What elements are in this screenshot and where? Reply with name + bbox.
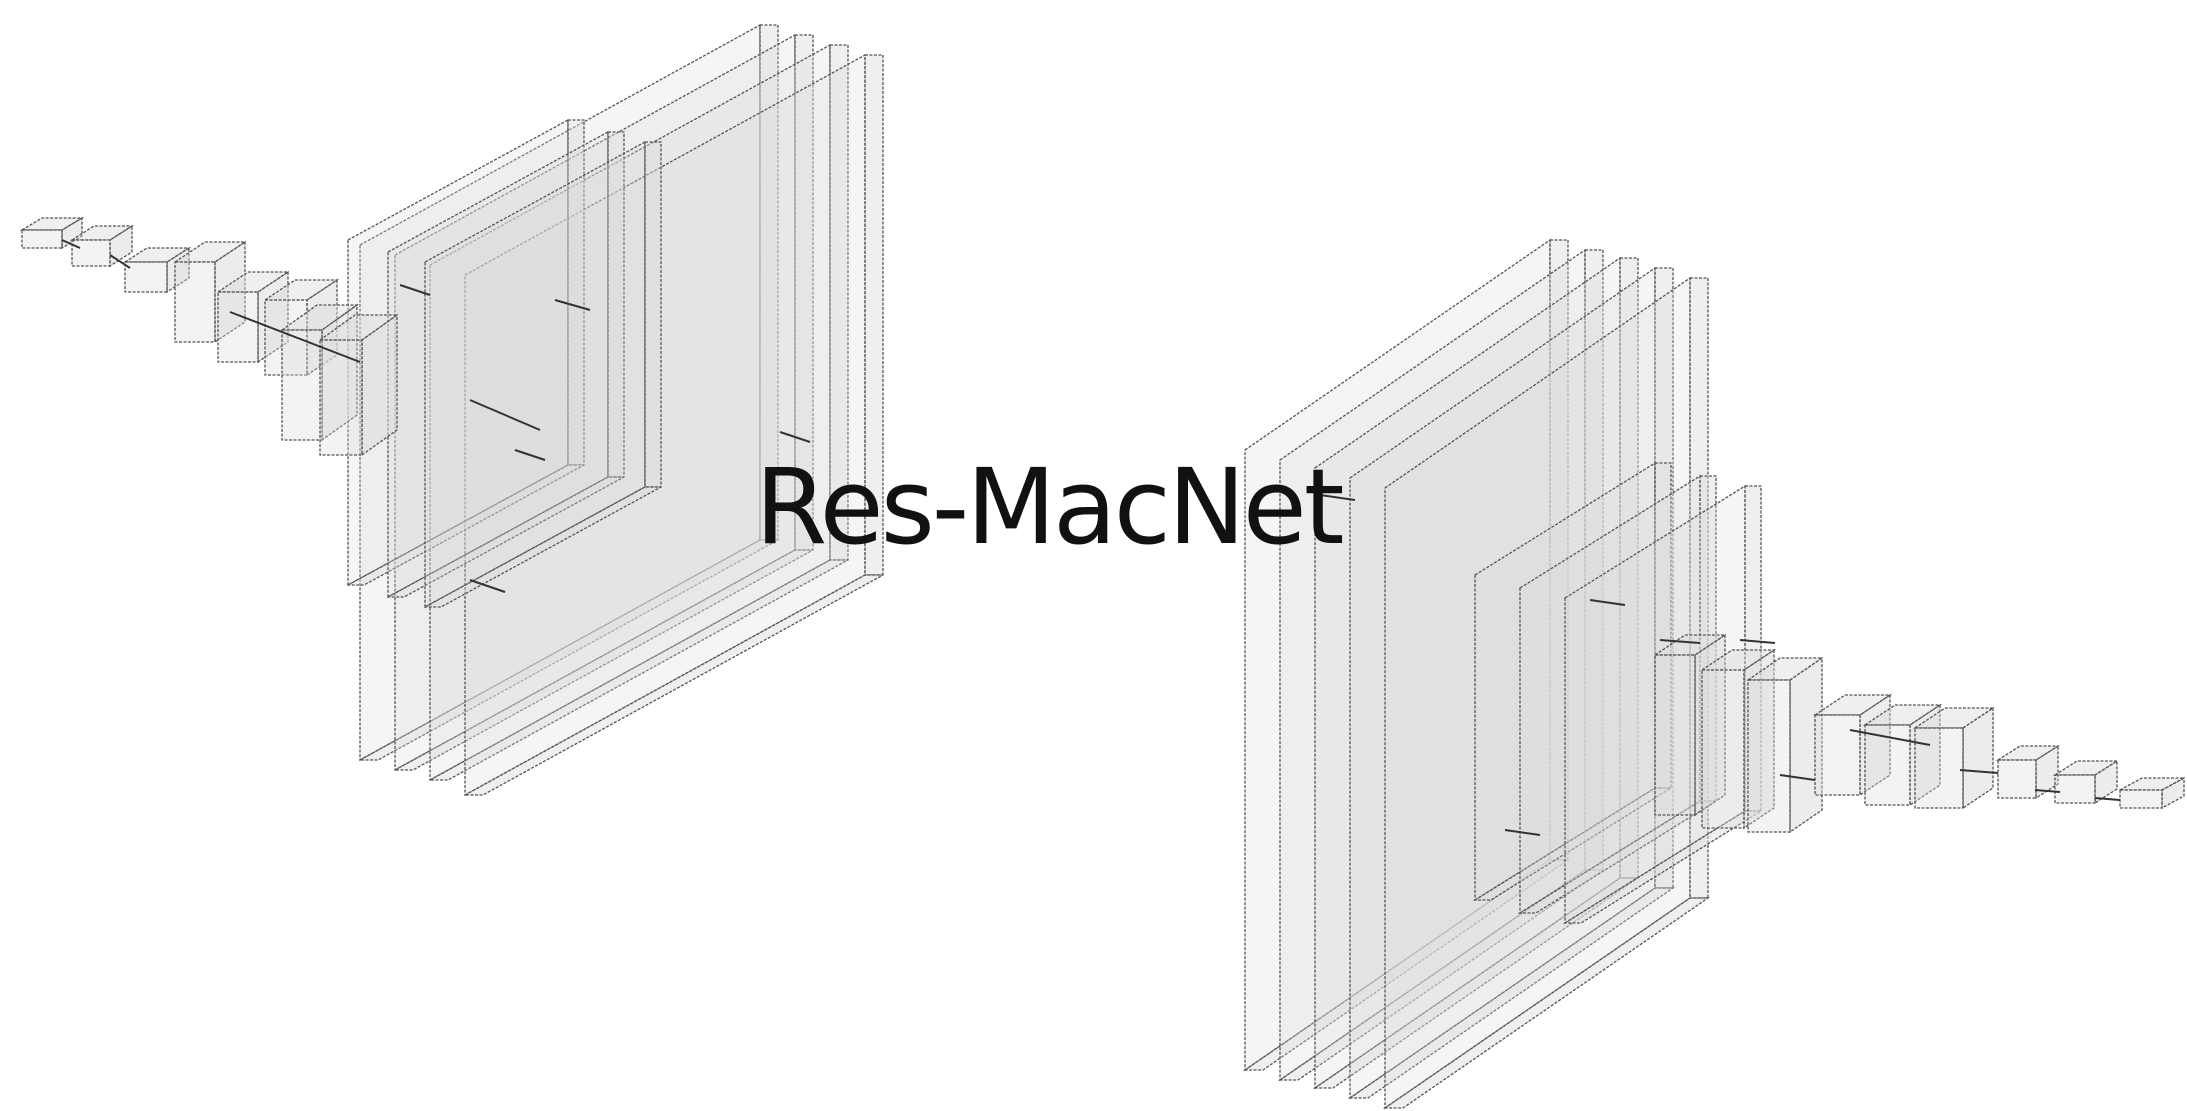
encoder-link-9 xyxy=(514,449,546,461)
encoder-block-5 xyxy=(215,270,291,364)
decoder-link-7 xyxy=(2094,797,2121,801)
diagram-title: Res-MacNet xyxy=(755,446,1344,568)
decoder-layer-large-4 xyxy=(1347,266,1676,1100)
encoder-block-7 xyxy=(279,303,360,442)
decoder-layer-large-2 xyxy=(1277,248,1606,1082)
encoder-link-8 xyxy=(469,579,506,593)
encoder-layer-medium-2 xyxy=(387,130,625,599)
decoder-block-6 xyxy=(1912,706,1996,810)
decoder-link-9 xyxy=(1589,599,1626,606)
decoder-block-2 xyxy=(1699,648,1777,830)
decoder-link-8 xyxy=(1504,829,1541,836)
encoder-block-3 xyxy=(122,246,192,294)
encoder-block-8 xyxy=(317,313,400,457)
encoder-link-4 xyxy=(399,284,431,296)
encoder-link-7 xyxy=(779,431,811,443)
decoder-link-2 xyxy=(1739,639,1776,644)
encoder-layer-large-2 xyxy=(394,33,814,772)
encoder-layer-medium-1 xyxy=(347,118,585,587)
decoder-link-10 xyxy=(1319,494,1356,501)
encoder-link-6 xyxy=(554,299,591,311)
encoder-layer-large-4 xyxy=(464,53,884,797)
encoder-layer-large-3 xyxy=(429,43,849,782)
encoder-layer-medium-3 xyxy=(424,140,662,609)
decoder-layer-large-3 xyxy=(1312,256,1641,1090)
decoder-layer-large-1 xyxy=(1242,238,1571,1072)
decoder-link-3 xyxy=(1779,774,1816,781)
encoder-link-5 xyxy=(469,399,541,431)
decoder-block-9 xyxy=(2119,776,2185,810)
decoder-link-6 xyxy=(2034,789,2061,793)
encoder-link-2 xyxy=(109,254,131,269)
decoder-link-1 xyxy=(1659,639,1701,644)
encoder-block-2 xyxy=(69,224,135,268)
decoder-block-4 xyxy=(1812,693,1893,797)
decoder-link-5 xyxy=(1959,769,1999,774)
encoder-link-3 xyxy=(229,311,361,363)
decoder-stack xyxy=(1242,238,2185,1110)
decoder-block-7 xyxy=(1995,744,2061,800)
decoder-block-5 xyxy=(1862,703,1943,807)
decoder-block-3 xyxy=(1745,656,1825,834)
encoder-stack xyxy=(19,23,884,797)
decoder-block-8 xyxy=(2052,759,2120,805)
encoder-link-1 xyxy=(61,239,81,249)
decoder-link-4 xyxy=(1849,729,1931,746)
decoder-layer-large-5 xyxy=(1382,276,1711,1110)
encoder-block-1 xyxy=(19,216,85,250)
